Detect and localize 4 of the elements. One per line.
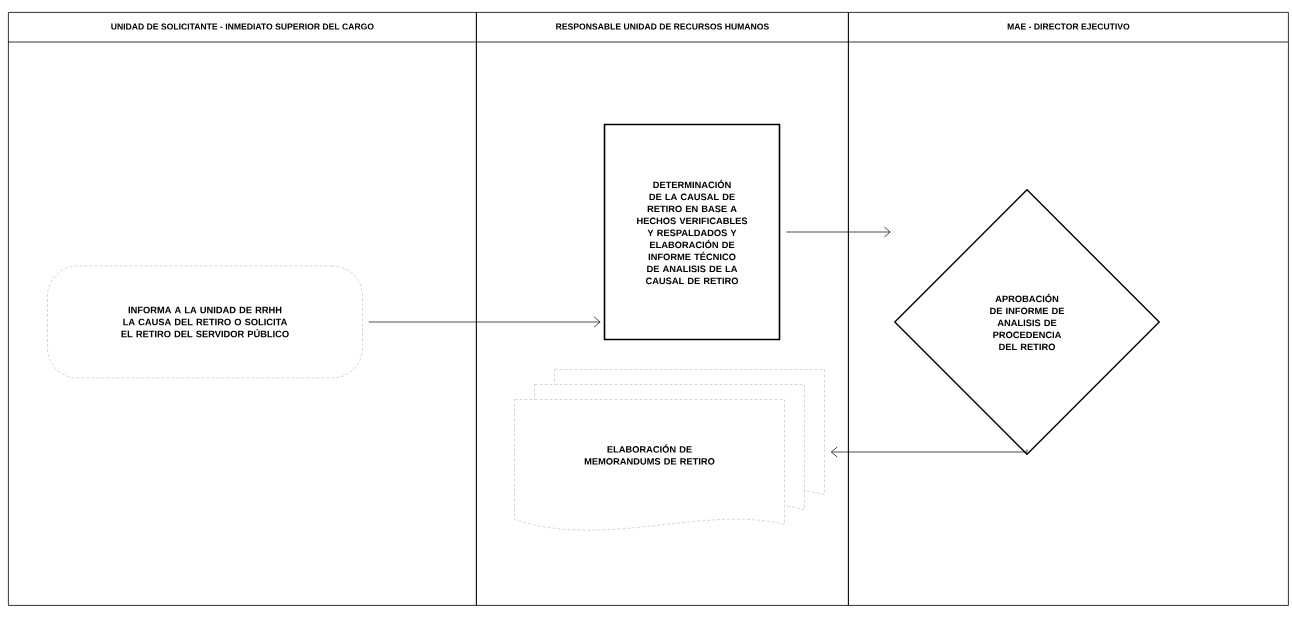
arrow [785,226,891,238]
arrow [830,446,1028,458]
process-box: DETERMINACIÓN DE LA CAUSAL DE RETIRO EN BASE A HECHOS VERIFICABLES Y RESPALDADOS Y ELABORACIÓN DE INFORME TÉCNICO DE ANALISIS DE LA CAUSAL DE RETIRO [603,123,781,341]
arrow [368,316,601,328]
